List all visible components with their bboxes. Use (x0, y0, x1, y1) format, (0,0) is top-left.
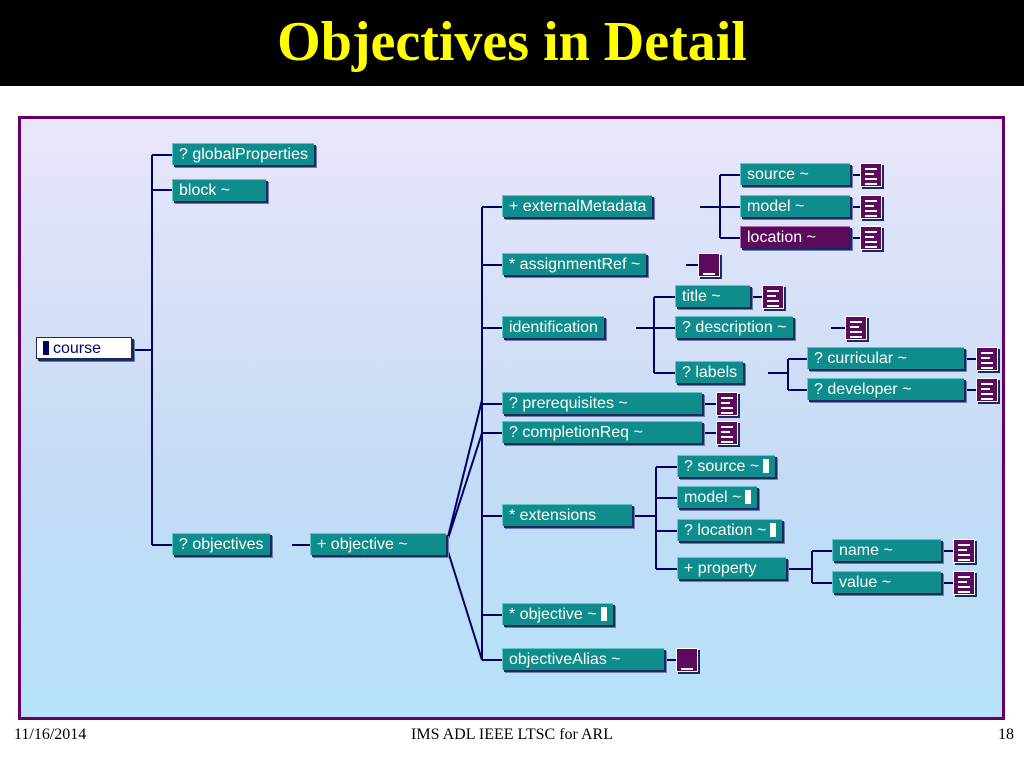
em-model-node[interactable]: model ~ (740, 195, 850, 217)
document-icon[interactable] (976, 378, 998, 402)
element-marker-icon (600, 607, 607, 621)
objective-node[interactable]: + objective ~ (310, 533, 446, 555)
prop-name-node[interactable]: name ~ (832, 539, 941, 561)
course-label: course (53, 340, 102, 357)
assignment-ref-node[interactable]: * assignmentRef ~ (502, 253, 647, 275)
ext-location-node[interactable]: ? location ~ (677, 519, 783, 541)
id-description-node[interactable]: ? description ~ (675, 316, 793, 338)
document-icon[interactable] (762, 285, 784, 309)
element-marker-icon (763, 459, 770, 473)
footer-center: IMS ADL IEEE LTSC for ARL (411, 726, 613, 743)
objective-alias-node[interactable]: objectiveAlias ~ (502, 648, 664, 670)
title-bar (0, 0, 1024, 86)
blank-document-icon[interactable] (676, 648, 698, 672)
element-marker-icon (43, 341, 49, 355)
prop-value-node[interactable]: value ~ (832, 571, 941, 593)
element-marker-icon (745, 490, 752, 504)
course-node[interactable]: course (36, 337, 132, 359)
extensions-node[interactable]: * extensions (502, 504, 632, 526)
document-icon[interactable] (860, 226, 882, 250)
ext-location-label: ? location ~ (684, 522, 767, 539)
global-properties-node[interactable]: ? globalProperties (172, 143, 314, 165)
slide-title: Objectives in Detail (277, 11, 747, 73)
property-node[interactable]: + property (677, 557, 786, 579)
document-icon[interactable] (976, 347, 998, 371)
external-metadata-node[interactable]: + externalMetadata (502, 195, 653, 217)
footer-date: 11/16/2014 (14, 726, 87, 743)
curricular-node[interactable]: ? curricular ~ (807, 347, 964, 369)
prerequisites-node[interactable]: ? prerequisites ~ (502, 392, 702, 414)
footer-page: 18 (998, 726, 1014, 743)
nested-objective-label: * objective ~ (509, 606, 597, 623)
id-title-node[interactable]: title ~ (675, 285, 750, 307)
identification-node[interactable]: identification (502, 316, 604, 338)
ext-model-node[interactable]: model ~ (677, 486, 758, 508)
document-icon[interactable] (953, 539, 975, 563)
em-location-node[interactable]: location ~ (740, 226, 850, 248)
blank-document-icon[interactable] (698, 253, 720, 277)
document-icon[interactable] (953, 571, 975, 595)
document-icon[interactable] (845, 316, 867, 340)
ext-source-node[interactable]: ? source ~ (677, 455, 776, 477)
ext-source-label: ? source ~ (684, 458, 760, 475)
id-labels-node[interactable]: ? labels (675, 361, 744, 383)
document-icon[interactable] (860, 195, 882, 219)
document-icon[interactable] (860, 163, 882, 187)
developer-node[interactable]: ? developer ~ (807, 378, 964, 400)
em-source-node[interactable]: source ~ (740, 163, 850, 185)
document-icon[interactable] (716, 421, 738, 445)
block-node[interactable]: block ~ (172, 179, 266, 201)
completion-req-node[interactable]: ? completionReq ~ (502, 421, 702, 443)
ext-model-label: model ~ (684, 489, 742, 506)
document-icon[interactable] (716, 392, 738, 416)
objectives-node[interactable]: ? objectives (172, 533, 270, 555)
nested-objective-node[interactable]: * objective ~ (502, 603, 613, 625)
element-marker-icon (770, 523, 777, 537)
